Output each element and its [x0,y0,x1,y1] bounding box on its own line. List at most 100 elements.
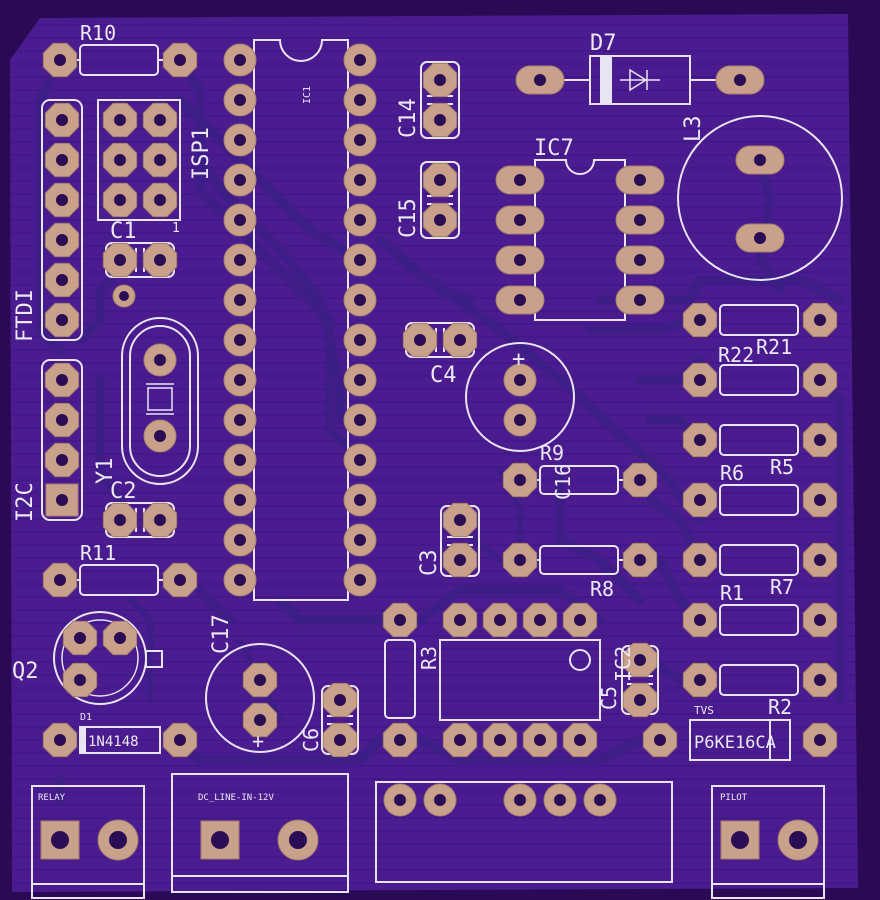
resistor-r5 [719,484,799,516]
resistor-r1 [719,544,799,576]
resistor-r21 [719,304,799,336]
ic1-outline [253,39,349,601]
label-ftdi: FTDI [13,289,38,342]
resistor-pad [682,422,718,458]
c3-pad [442,502,478,538]
resistor-pad [682,302,718,338]
label-c5: C5 [597,686,621,710]
c14-pad [422,62,458,98]
ic1-pad [223,83,257,117]
label-d1: D1 [80,712,92,723]
ic7-pad [495,285,545,315]
d1-pad [162,722,198,758]
l3-pad [735,145,785,175]
crystal-y1 [121,317,199,485]
isp1-pad [142,142,178,178]
label-p6ke: P6KE16CA [694,733,776,753]
ic2-pad [562,722,598,758]
label-pilot: PILOT [720,793,748,803]
ic2-pad [482,722,518,758]
label-d7: D7 [590,31,617,56]
c1-pad [102,242,138,278]
ic2-pad [522,602,558,638]
r3-pad [382,602,418,638]
label-c1: C1 [110,219,137,244]
label-r21: R21 [756,335,792,359]
relay-pad [40,820,80,860]
ftdi-pad [44,302,80,338]
label-c17: C17 [209,614,234,654]
ic1-pad [223,123,257,157]
label-plus-c16: + [512,347,525,372]
l3-pad [735,223,785,253]
ic1-pad [343,283,377,317]
c6-pad [322,722,358,758]
c4-pad [442,322,478,358]
ic1-pad [223,523,257,557]
label-c2: C2 [110,479,137,504]
pilot-pad [777,819,819,861]
terminal-pad [543,783,577,817]
label-r11: R11 [80,541,116,565]
resistor-pad [802,662,838,698]
ic1-pad [343,323,377,357]
resistor-r6 [719,424,799,456]
i2c-pad [44,402,80,438]
pilot-pad [720,820,760,860]
ic2-pad [442,722,478,758]
label-r5: R5 [770,455,794,479]
label-c6: C6 [299,728,323,752]
terminal-dc-line [171,773,349,893]
q2-pad [102,620,138,656]
pad-layer [40,42,838,861]
ic1-pad [343,83,377,117]
capacitor-c16 [465,342,575,452]
c14-pad [422,102,458,138]
c5-pad [622,682,658,718]
label-r7: R7 [770,575,794,599]
r11-pad [162,562,198,598]
resistor-pad [802,482,838,518]
label-r6: R6 [720,461,744,485]
d1-pad [42,722,78,758]
resistor-pad [802,542,838,578]
inductor-l3 [677,115,843,281]
y1-pad [143,343,177,377]
ftdi-pad [44,102,80,138]
ic1-pad [343,363,377,397]
ic1-pad [343,563,377,597]
ic2-pad [482,602,518,638]
r9-pad [622,462,658,498]
transistor-q2 [53,611,163,705]
label-dc-line: DC_LINE-IN-12V [198,793,274,803]
ic1-pad [223,163,257,197]
r11-pad [42,562,78,598]
label-isp1-pin: 1 [172,221,180,236]
ic2-outline [439,639,601,721]
label-tvs: TVS [694,704,714,717]
diode-d7 [560,55,720,105]
ic7-pad [615,205,665,235]
isp1-pad [102,182,138,218]
ic1-pad [343,523,377,557]
ic1-pad [343,123,377,157]
ic7-pad [495,205,545,235]
c15-pad [422,162,458,198]
ic2-pad [522,722,558,758]
ftdi-pad [44,222,80,258]
ic7-pad [495,165,545,195]
i2c-header [41,359,83,521]
resistor-r22 [719,364,799,396]
q2-pad [62,620,98,656]
resistor-pad [802,602,838,638]
ftdi-pad [44,262,80,298]
c2-pad [142,502,178,538]
label-ic1: IC1 [302,86,313,104]
r8-pad [502,542,538,578]
label-ic2: IC2 [611,646,635,682]
ic1-pad [343,483,377,517]
terminal-pad [423,783,457,817]
via [112,284,136,308]
